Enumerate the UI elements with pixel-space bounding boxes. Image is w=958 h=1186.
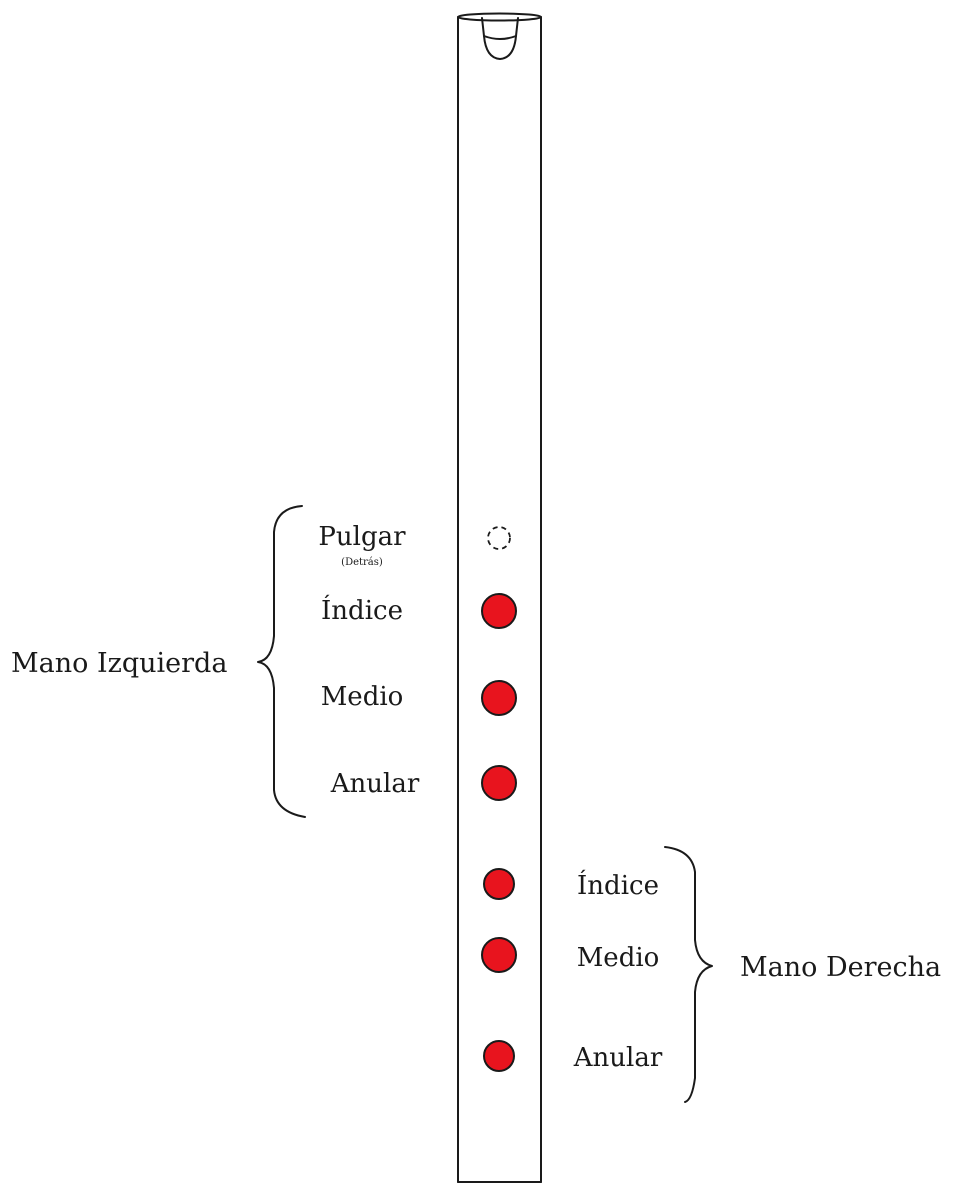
left-index-label: Índice [321,594,403,626]
whistle-body [457,12,542,1183]
left-hand-brace [257,505,306,818]
right-middle-label: Medio [577,943,660,973]
mouthpiece-top-rim [457,12,542,22]
right-middle-hole [481,937,517,973]
finger-holes [481,526,517,1072]
left-hand-label: Mano Izquierda [11,648,227,679]
right-hand-label: Mano Derecha [740,952,941,983]
right-ring-label: Anular [573,1043,663,1073]
mouthpiece-window-inner [483,35,517,40]
right-ring-hole [483,1040,515,1072]
left-thumb-label: Pulgar [318,522,406,552]
right-hand-brace [664,846,713,1103]
left-thumb-note: (Detrás) [341,557,383,568]
left-index-hole [481,593,517,629]
thumb-hole [487,526,511,550]
left-middle-hole [481,680,517,716]
right-index-label: Índice [577,869,659,901]
left-ring-label: Anular [330,769,420,799]
left-middle-label: Medio [321,682,404,712]
mouthpiece-window [481,17,519,60]
right-index-hole [483,868,515,900]
whistle-tube-outline [457,16,542,1183]
left-ring-hole [481,765,517,801]
